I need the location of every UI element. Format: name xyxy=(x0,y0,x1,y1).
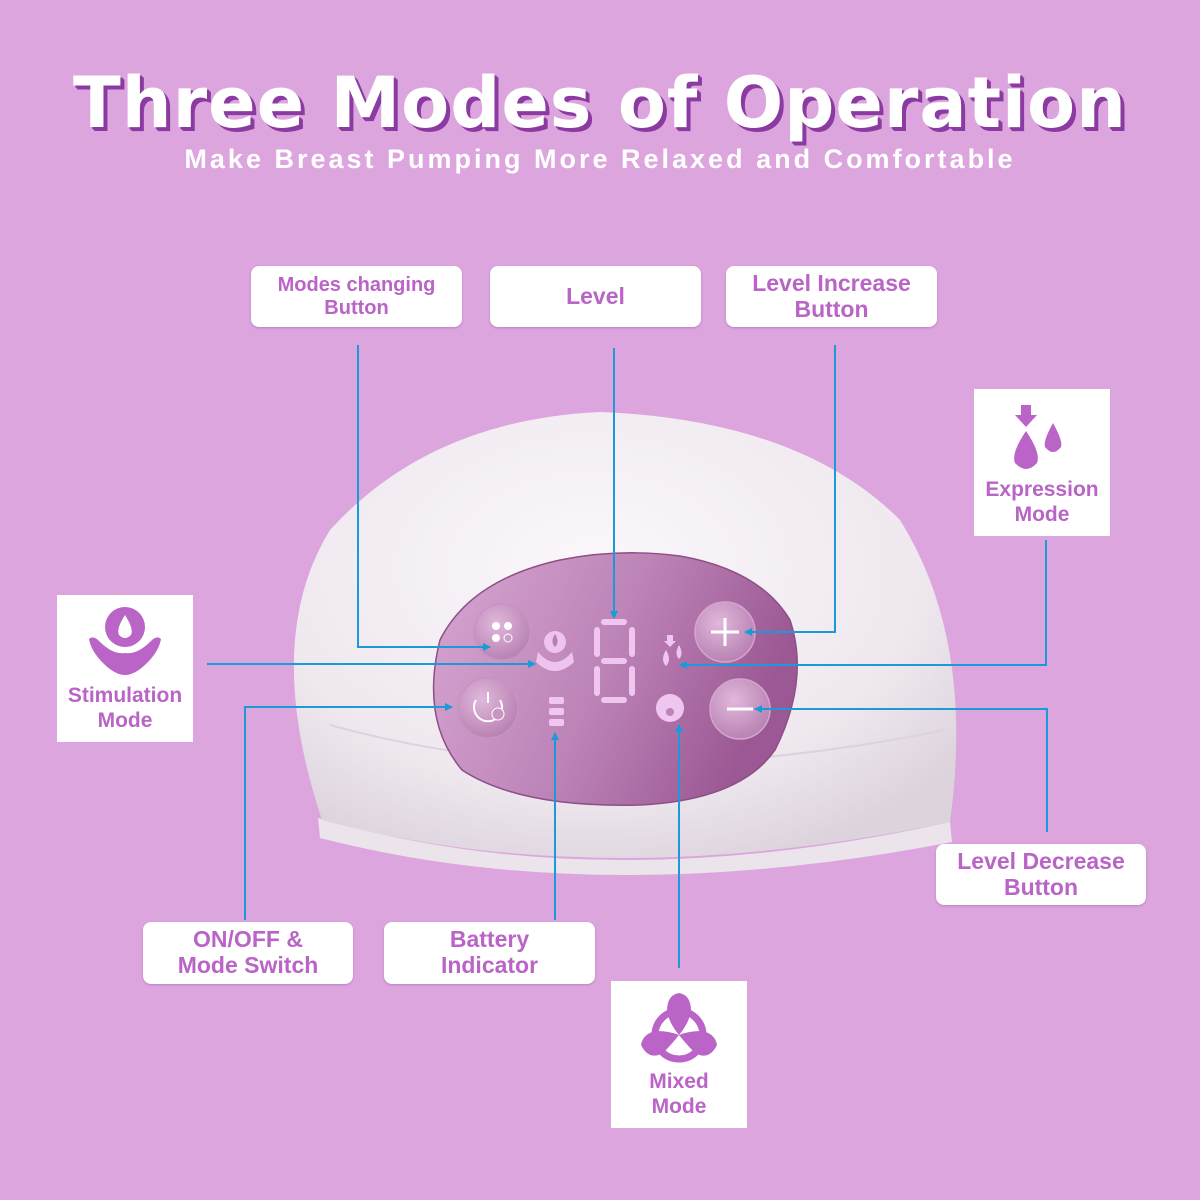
label-battery-indicator: Battery Indicator xyxy=(384,922,595,984)
modes-changing-button-graphic xyxy=(473,603,531,661)
plus-button-graphic xyxy=(694,601,756,663)
minus-button-graphic xyxy=(709,678,771,740)
battery-indicator-bars xyxy=(549,697,564,726)
label-modes-changing-button: Modes changing Button xyxy=(251,266,462,327)
page-title: Three Modes of Operation xyxy=(73,62,1127,144)
mode-card-mixed: Mixed Mode xyxy=(611,981,747,1128)
expression-mode-label: Expression Mode xyxy=(985,477,1099,527)
page-subtitle: Make Breast Pumping More Relaxed and Com… xyxy=(184,144,1016,174)
power-button-graphic xyxy=(457,677,519,739)
device-base xyxy=(318,818,952,876)
mode-card-stimulation: Stimulation Mode xyxy=(57,595,193,742)
label-level-decrease-button: Level Decrease Button xyxy=(936,844,1146,905)
level-display-digit xyxy=(594,619,635,703)
label-level-increase-button: Level Increase Button xyxy=(726,266,937,327)
stimulation-indicator xyxy=(536,631,574,671)
mixed-mode-label: Mixed Mode xyxy=(649,1069,709,1119)
stimulation-mode-label: Stimulation Mode xyxy=(67,683,183,733)
drop-in-hands-icon xyxy=(89,606,161,675)
label-level: Level xyxy=(490,266,701,327)
mode-card-expression: Expression Mode xyxy=(974,389,1110,536)
three-petal-cycle-icon xyxy=(641,992,717,1063)
mixed-indicator xyxy=(656,694,684,722)
label-on-off-mode-switch: ON/OFF & Mode Switch xyxy=(143,922,353,984)
drops-icon xyxy=(1014,404,1062,469)
